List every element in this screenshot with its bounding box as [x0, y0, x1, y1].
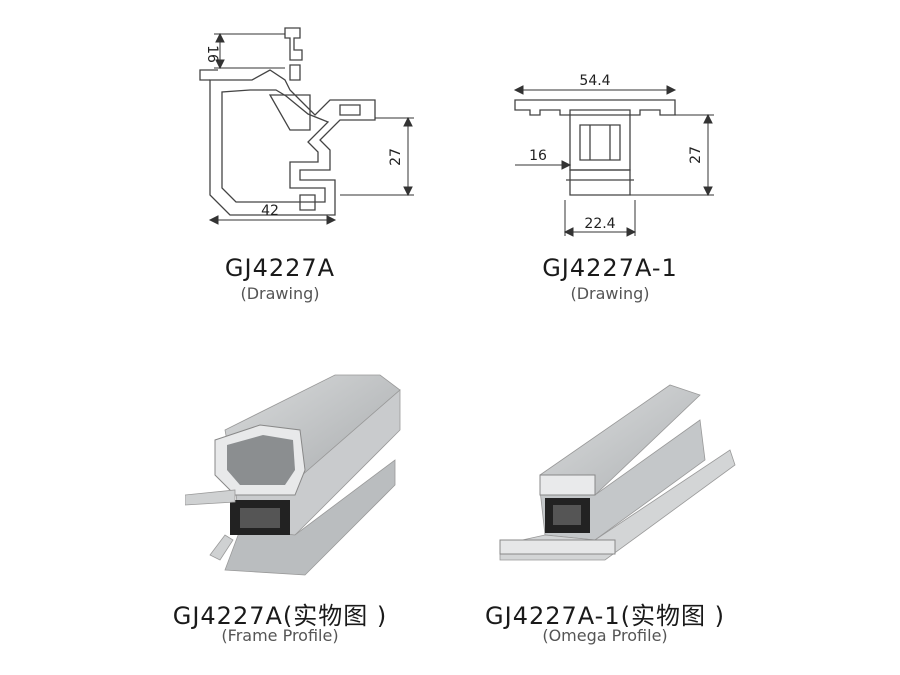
- panel-title: GJ4227A-1(实物图 ): [485, 602, 725, 630]
- dim-left-label: 16: [529, 148, 547, 164]
- dim-bottom-label: 22.4: [584, 216, 615, 232]
- panel-title: GJ4227A(实物图 ): [172, 602, 388, 630]
- panel-subtitle: (Drawing): [570, 284, 650, 303]
- omega-profile-image: [499, 384, 736, 561]
- panel-subtitle: (Omega Profile): [542, 626, 668, 645]
- panel-subtitle: (Drawing): [240, 284, 320, 303]
- panel-title: GJ4227A-1: [542, 254, 678, 282]
- dim-right-label: 27: [388, 148, 404, 166]
- dim-top-label: 16: [204, 45, 220, 63]
- drawing-gj4227a-1: 54.4 16 27 22.4: [513, 73, 714, 237]
- panel-subtitle: (Frame Profile): [221, 626, 339, 645]
- panel-title: GJ4227A: [224, 254, 336, 282]
- drawing-gj4227a: 16 27 42: [199, 27, 414, 225]
- dim-bottom-label: 42: [261, 203, 279, 219]
- dim-top-label: 54.4: [579, 73, 610, 89]
- dim-right-label: 27: [688, 146, 704, 164]
- frame-profile-image: [185, 374, 401, 576]
